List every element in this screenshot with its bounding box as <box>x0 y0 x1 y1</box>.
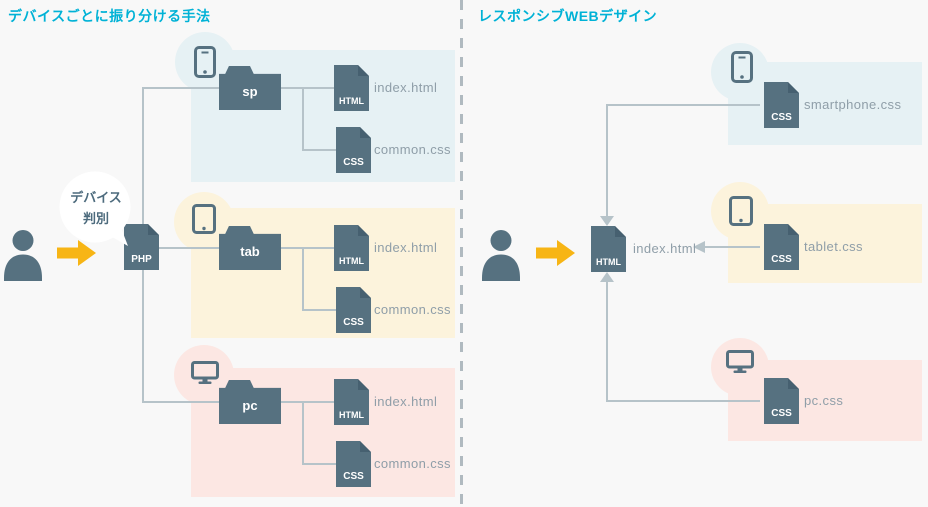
device-detect-bubble <box>58 170 136 253</box>
tab-junction-line <box>302 247 304 311</box>
file-type-label: HTML <box>339 256 364 266</box>
pc-junction-line <box>302 401 304 465</box>
file-fold <box>358 379 369 390</box>
user-icon <box>479 229 523 281</box>
user-icon <box>1 229 45 281</box>
arrowhead-left-icon <box>693 241 705 253</box>
tab-css-file-name: common.css <box>374 302 451 317</box>
file-type-label: CSS <box>343 471 364 482</box>
sp-html-file-icon: HTML <box>334 65 369 111</box>
file-type-label: CSS <box>771 254 792 265</box>
folder-sp-label: sp <box>242 84 258 99</box>
file-fold <box>360 127 371 138</box>
tablet-icon <box>192 204 216 234</box>
smartphone-icon <box>194 46 216 78</box>
folder-pc-label: pc <box>242 398 258 413</box>
pc-html-file-icon: HTML <box>334 379 369 425</box>
file-fold <box>358 225 369 236</box>
pc-css-hline <box>606 400 760 402</box>
tab-html-file-name: index.html <box>374 240 438 255</box>
php-file-icon: PHP <box>124 224 159 270</box>
responsive-html-file-name: index.html <box>633 241 697 256</box>
responsive-html-file-icon: HTML <box>591 226 626 272</box>
smartphone-css-hline <box>606 104 760 106</box>
pc-css-file-name: pc.css <box>804 393 844 408</box>
smartphone-css-file-icon: CSS <box>764 82 799 128</box>
file-type-label: CSS <box>343 157 364 168</box>
smartphone-css-vline <box>606 104 608 216</box>
pc-css-file-icon: CSS <box>336 441 371 487</box>
sp-css-line <box>302 149 337 151</box>
sp-junction-line <box>302 87 304 151</box>
file-type-label: HTML <box>339 410 364 420</box>
tab-folder-html-line <box>280 247 335 249</box>
branch-tab-line <box>142 247 221 249</box>
sp-html-file-name: index.html <box>374 80 438 95</box>
arrow-right-icon <box>536 239 576 267</box>
tab-css-file-icon: CSS <box>336 287 371 333</box>
tablet-css-file-icon: CSS <box>764 224 799 270</box>
tablet-icon <box>729 196 753 226</box>
tablet-css-hline <box>705 246 760 248</box>
pc-html-file-name: index.html <box>374 394 438 409</box>
desktop-icon <box>726 350 754 374</box>
file-type-label: HTML <box>596 257 621 267</box>
file-fold <box>788 224 799 235</box>
file-fold <box>788 82 799 93</box>
sp-css-file-name: common.css <box>374 142 451 157</box>
branch-sp-line <box>142 87 222 89</box>
pc-css-vline <box>606 282 608 401</box>
right-panel-title: レスポンシブWEBデザイン <box>478 8 658 24</box>
smartphone-css-file-name: smartphone.css <box>804 97 902 112</box>
file-fold <box>360 441 371 452</box>
smartphone-icon <box>731 51 753 83</box>
device-detect-bubble-text: デバイス 判別 <box>58 187 134 229</box>
sp-css-file-icon: CSS <box>336 127 371 173</box>
desktop-icon <box>191 361 219 385</box>
pc-css-line <box>302 463 337 465</box>
file-type-label: CSS <box>771 112 792 123</box>
left-panel-title: デバイスごとに振り分ける手法 <box>8 8 211 24</box>
file-fold <box>148 224 159 235</box>
tablet-css-circle <box>711 182 769 240</box>
tab-html-file-icon: HTML <box>334 225 369 271</box>
panel-divider <box>460 0 463 507</box>
branch-pc-line <box>142 401 222 403</box>
file-fold <box>358 65 369 76</box>
pc-folder-html-line <box>280 401 335 403</box>
file-type-label: HTML <box>339 96 364 106</box>
sp-folder-html-line <box>280 87 335 89</box>
pc-css-file-name: common.css <box>374 456 451 471</box>
arrowhead-up-icon <box>600 272 614 282</box>
file-type-label: CSS <box>771 408 792 419</box>
tab-css-line <box>302 309 337 311</box>
pc-css-file-icon: CSS <box>764 378 799 424</box>
arrowhead-down-icon <box>600 216 614 226</box>
file-type-label: PHP <box>131 254 152 265</box>
arrow-right-icon <box>57 239 97 267</box>
file-type-label: CSS <box>343 317 364 328</box>
bubble-line-1: デバイス <box>70 190 122 205</box>
file-fold <box>788 378 799 389</box>
tablet-css-file-name: tablet.css <box>804 239 863 254</box>
file-fold <box>360 287 371 298</box>
bubble-line-2: 判別 <box>82 211 109 226</box>
folder-tab-label: tab <box>240 244 260 259</box>
file-fold <box>615 226 626 237</box>
